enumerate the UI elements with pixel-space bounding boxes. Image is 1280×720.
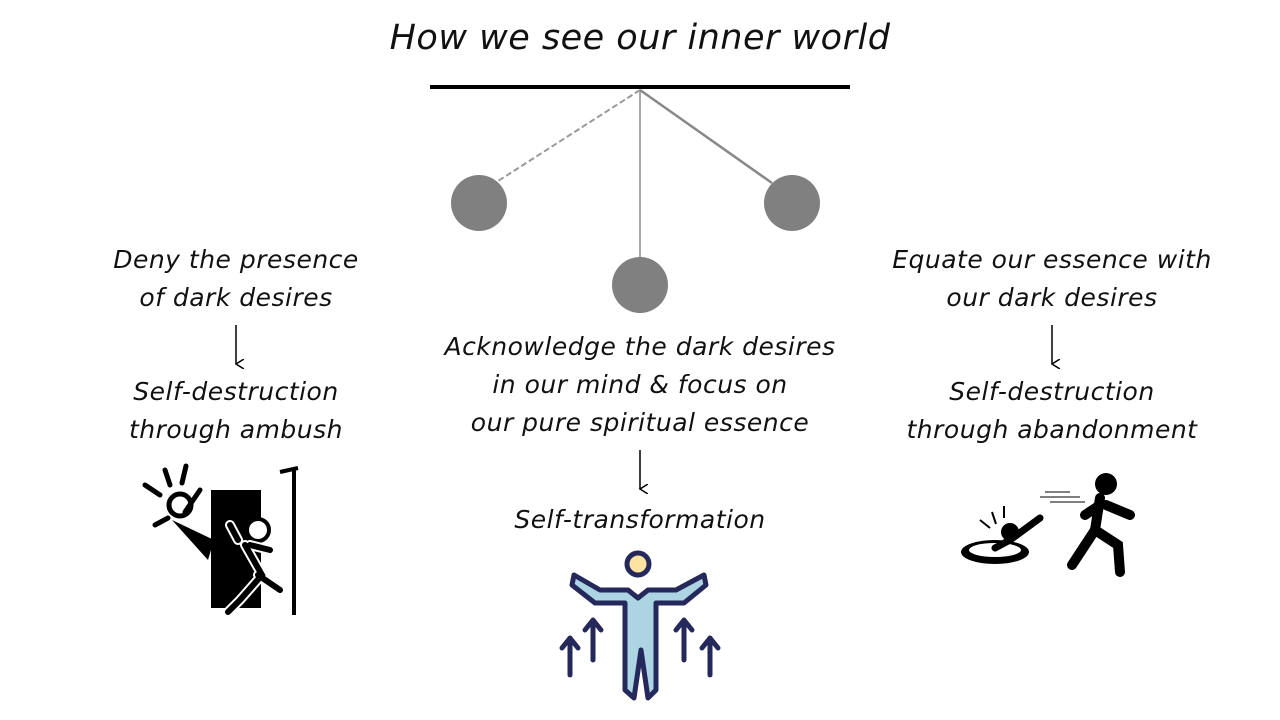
- pendulum-ball-left: [451, 175, 507, 231]
- pendulum-ball-center: [612, 257, 668, 313]
- pendulum-string-left: [494, 89, 641, 184]
- pendulum-ball-right: [764, 175, 820, 231]
- left-cause-line-1: Deny the presence: [113, 245, 359, 274]
- left-cause-line-2: of dark desires: [139, 283, 333, 312]
- right-cause-line-2: our dark desires: [946, 283, 1158, 312]
- pendulum-string-right: [639, 88, 773, 185]
- center-cause-line-3: our pure spiritual essence: [470, 408, 810, 437]
- rising-person-icon: [559, 550, 721, 701]
- center-cause-line-2: in our mind & focus on: [492, 370, 788, 399]
- center-cause-line-1: Acknowledge the dark desires: [444, 332, 836, 361]
- right-result-line-1: Self-destruction: [949, 377, 1155, 406]
- right-result-line-2: through abandonment: [906, 415, 1198, 444]
- slide-title: How we see our inner world: [389, 18, 891, 58]
- abandonment-pictogram-icon: [961, 473, 1135, 577]
- right-cause-line-1: Equate our essence with: [892, 245, 1212, 274]
- center-result: Self-transformation: [514, 505, 766, 534]
- ambush-pictogram-icon: [142, 463, 299, 617]
- left-result-line-1: Self-destruction: [133, 377, 339, 406]
- left-result-line-2: through ambush: [129, 415, 343, 444]
